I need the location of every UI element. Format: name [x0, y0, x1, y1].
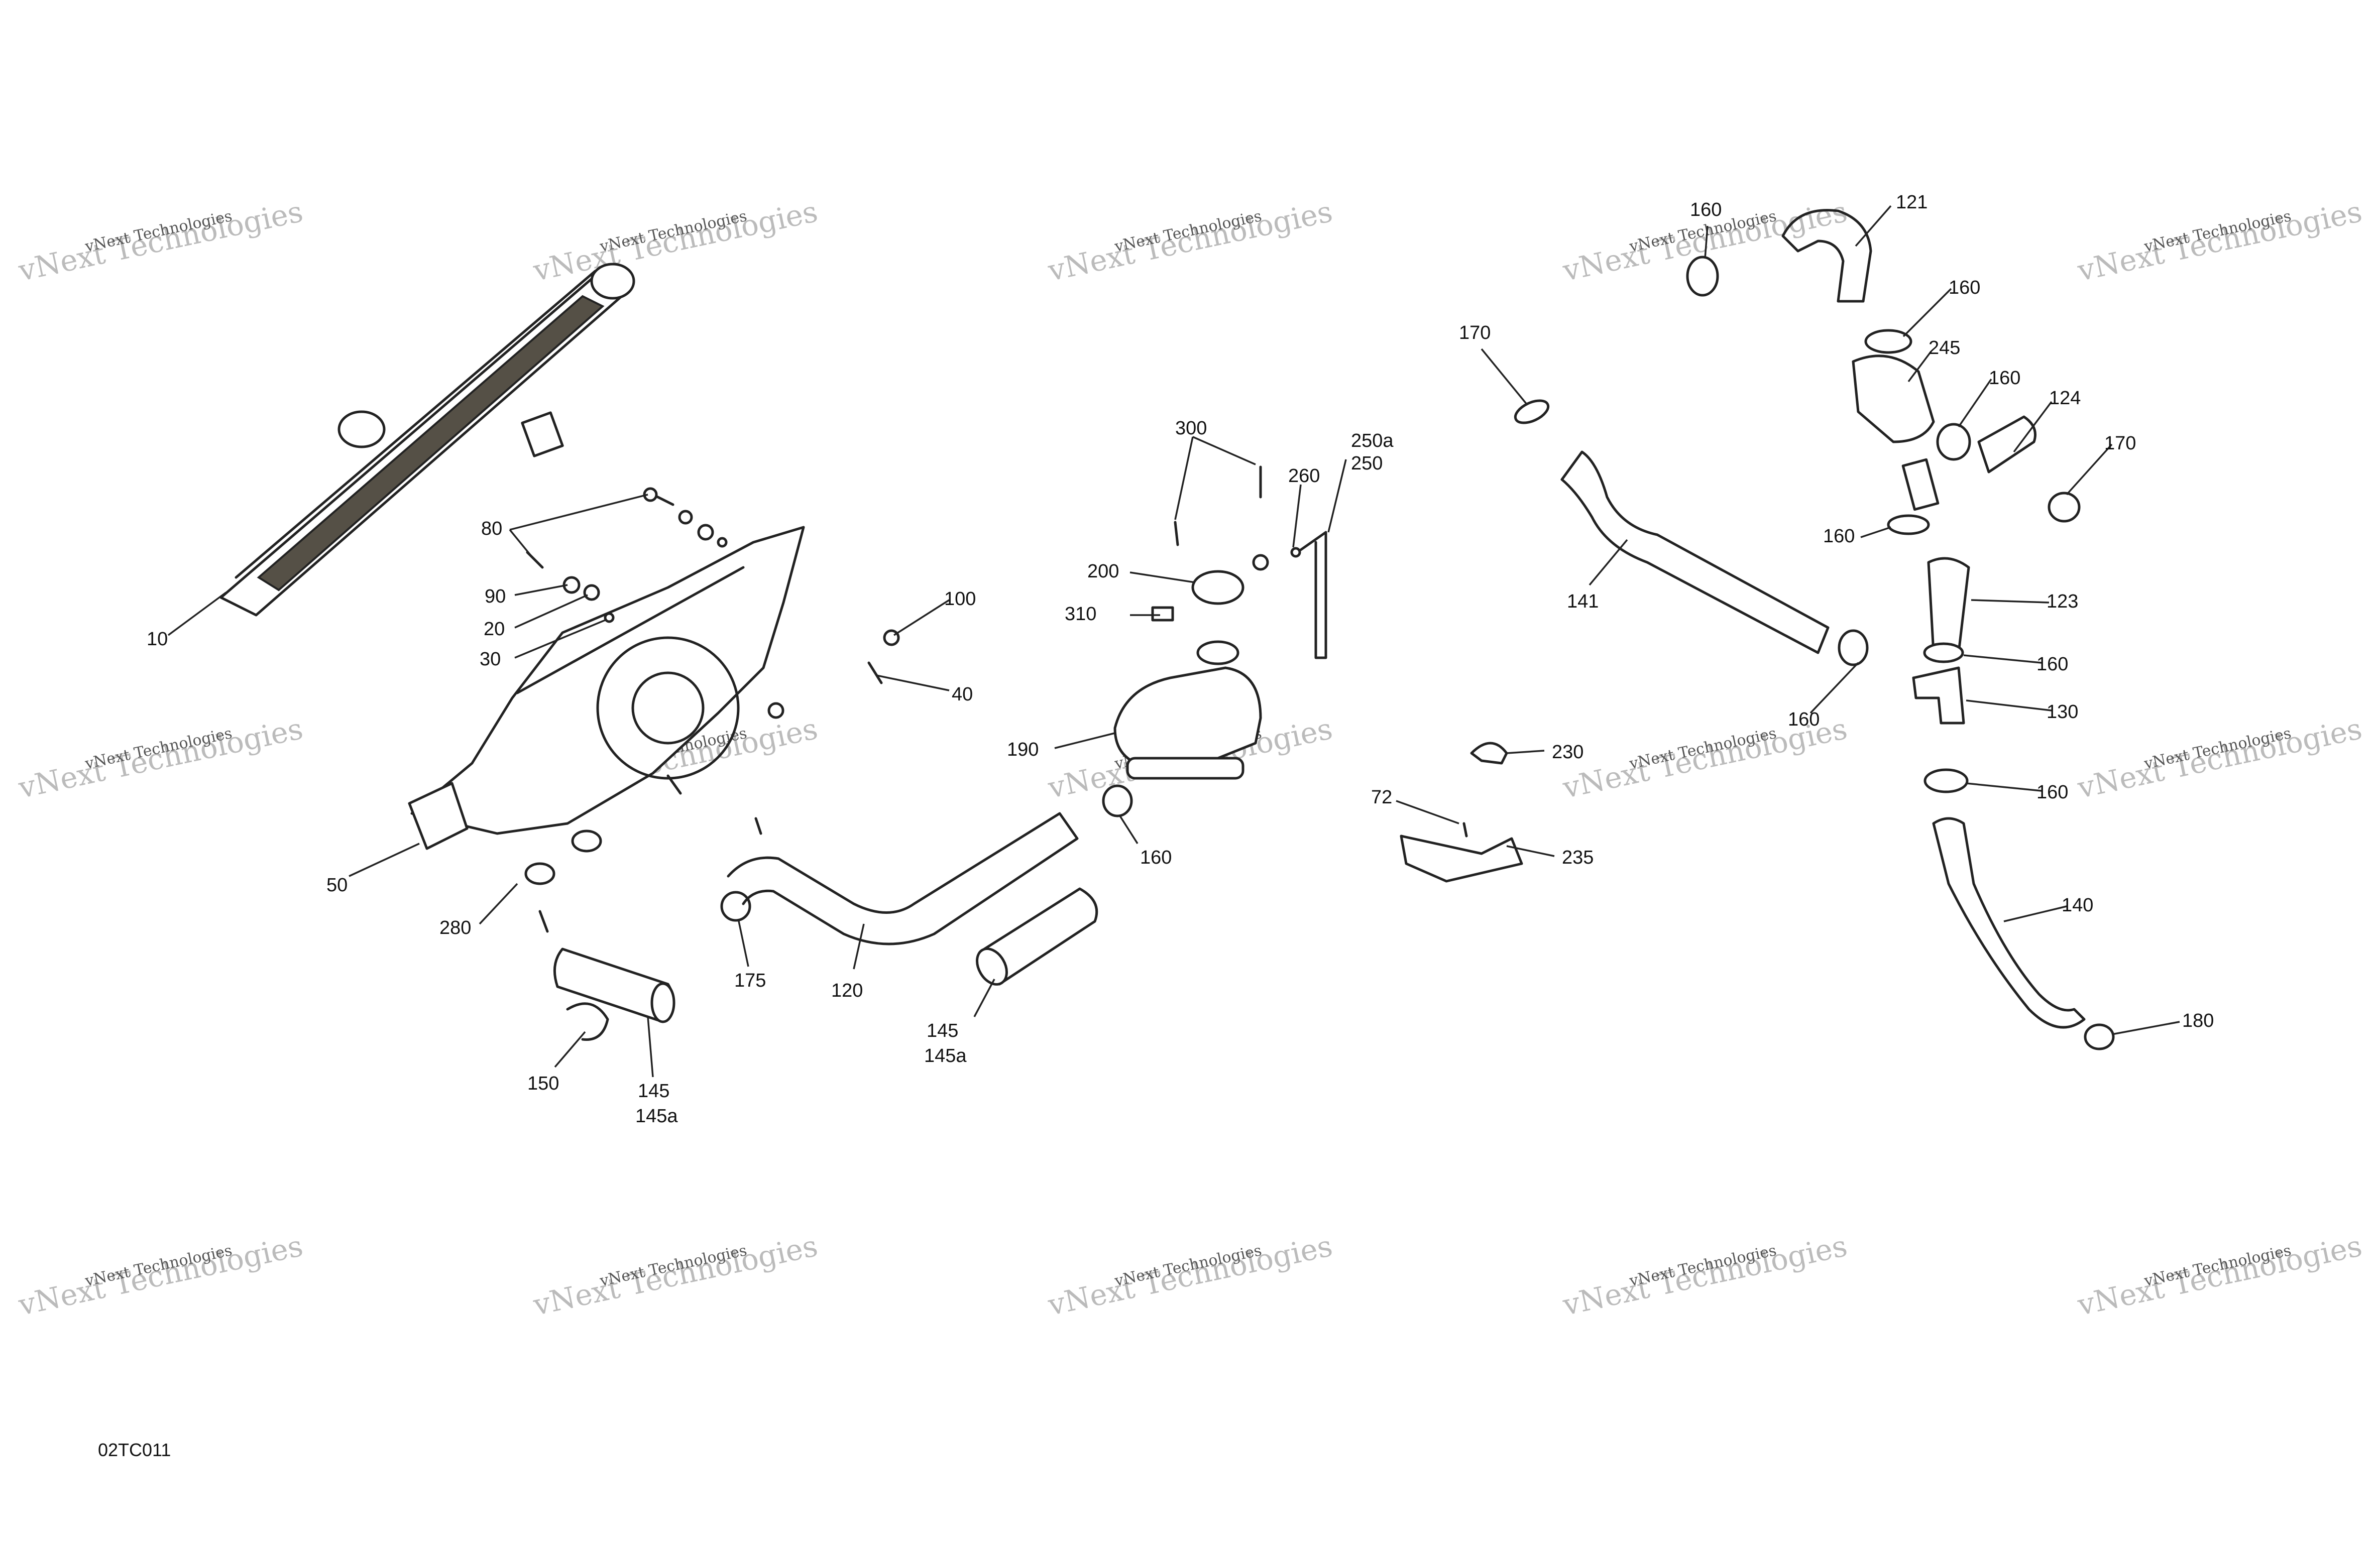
hose-120 [720, 812, 1079, 945]
callout-20: 20 [484, 619, 505, 640]
watermark-large-text: vNext Technologies [1559, 1229, 1850, 1323]
callout-30: 30 [480, 649, 501, 670]
callout-50: 50 [326, 875, 348, 896]
expansion-tank [1102, 465, 1327, 817]
callout-160-c: 160 [1989, 368, 2020, 389]
callout-160-b: 160 [1949, 277, 1980, 298]
watermark-large-text: vNext Technologies [1045, 194, 1335, 288]
callout-200: 200 [1087, 561, 1119, 582]
thermostat-hoses-right [1686, 209, 2115, 1050]
callout-175: 175 [734, 970, 766, 991]
brackets-230-235 [1400, 742, 1523, 883]
callout-160-e: 160 [2036, 654, 2068, 675]
callout-145-center: 145 [927, 1020, 958, 1041]
callout-160-a: 160 [1690, 199, 1722, 220]
callout-180: 180 [2182, 1010, 2214, 1031]
callout-150: 150 [527, 1073, 559, 1094]
callout-90: 90 [485, 586, 506, 607]
radiator [219, 263, 635, 617]
callout-10: 10 [147, 629, 168, 650]
callout-300: 300 [1175, 418, 1207, 439]
callout-160-tank: 160 [1140, 847, 1172, 868]
leader-lines [167, 205, 2180, 1078]
callout-72: 72 [1371, 787, 1392, 808]
callout-140: 140 [2062, 895, 2093, 916]
callout-124: 124 [2049, 388, 2081, 409]
callout-250: 250 [1351, 453, 1383, 474]
watermark-large-text: vNext Technologies [2074, 711, 2365, 805]
callout-190: 190 [1007, 739, 1039, 760]
callout-40: 40 [952, 684, 973, 705]
callout-250a: 250a [1351, 430, 1394, 451]
callout-145a-center: 145a [924, 1045, 967, 1066]
callout-145a-left: 145a [635, 1106, 678, 1127]
callout-121: 121 [1896, 192, 1928, 213]
callout-145-left: 145 [638, 1081, 669, 1102]
watermark-large-text: vNext Technologies [2074, 1229, 2365, 1323]
watermark-large-text: vNext Technologies [530, 194, 821, 288]
clamp-170-hose-141 [1514, 399, 1869, 666]
callout-245: 245 [1929, 337, 1960, 359]
callout-310: 310 [1065, 604, 1096, 625]
watermark-large-text: vNext Technologies [530, 1229, 821, 1323]
callout-170-top: 170 [1459, 322, 1491, 343]
callout-80: 80 [481, 518, 502, 539]
callout-160-g: 160 [2036, 782, 2068, 803]
watermark-large-text: vNext Technologies [15, 711, 306, 805]
fan-hardware [526, 487, 900, 795]
callout-170-right: 170 [2104, 433, 2136, 454]
callout-280: 280 [439, 917, 471, 938]
reference-code: 02TC011 [98, 1440, 171, 1460]
callout-labels: 10 80 90 20 30 50 280 150 145 145a 100 4… [147, 192, 2214, 1127]
callout-160-f: 160 [1788, 709, 1820, 730]
watermark-large-text: vNext Technologies [15, 1229, 306, 1323]
callout-120: 120 [831, 980, 863, 1001]
callout-160-d: 160 [1823, 526, 1855, 547]
hose-145-lower-left [524, 829, 675, 1041]
callout-141: 141 [1567, 591, 1599, 612]
watermark-large-text: vNext Technologies [1045, 1229, 1335, 1323]
watermark-large-text: vNext Technologies [15, 194, 306, 288]
hose-145-center [976, 887, 1098, 986]
callout-123: 123 [2047, 591, 2078, 612]
callout-235: 235 [1562, 847, 1594, 868]
callout-100: 100 [944, 588, 976, 610]
watermark-large-text: vNext Technologies [2074, 194, 2365, 288]
callout-260: 260 [1288, 465, 1320, 487]
callout-130: 130 [2047, 701, 2078, 723]
callout-230: 230 [1552, 742, 1583, 763]
fan-shroud [408, 526, 805, 850]
